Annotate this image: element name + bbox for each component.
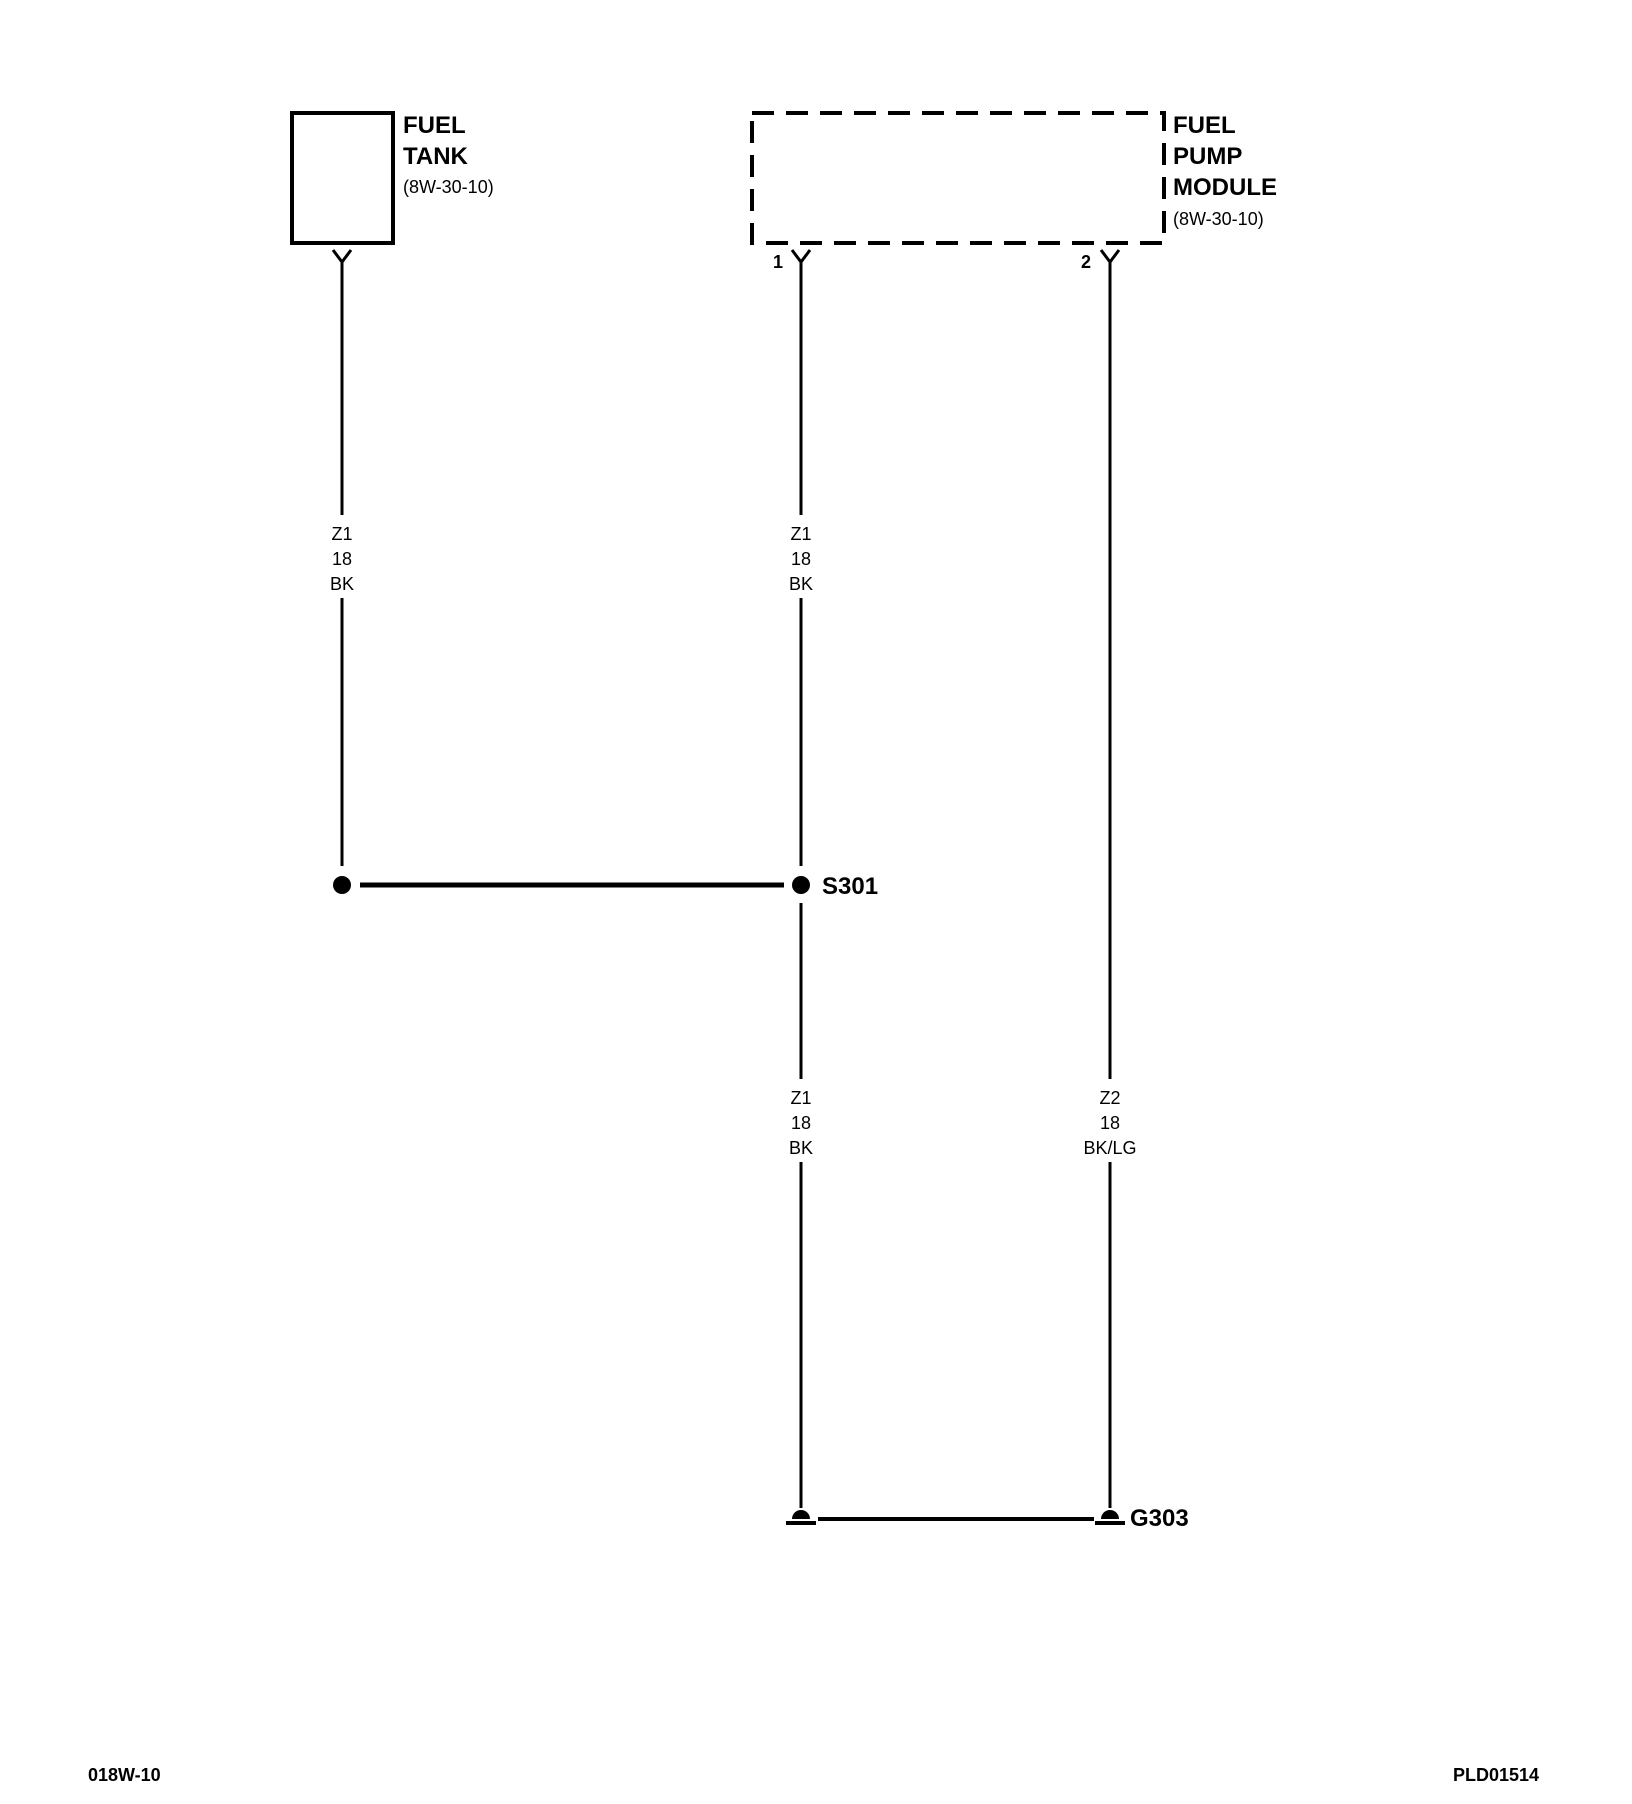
wire-gauge-label: 18	[332, 549, 352, 569]
splice-label: S301	[822, 873, 878, 900]
pump-pin1-connector-icon	[790, 249, 812, 265]
splice-dot-left	[333, 876, 351, 894]
fuel-pump-module-name-line1: FUEL	[1173, 112, 1236, 139]
fuel-pump-module-box	[750, 111, 1166, 245]
footer-page-code: 018W-10	[88, 1765, 161, 1785]
pump-pin2-label: 2	[1081, 252, 1091, 272]
wire-tank-ground: Z1 18 BK	[330, 262, 354, 866]
wire-pump-pin2: Z2 18 BK/LG	[1083, 262, 1137, 1508]
fuel-pump-module-name-line3: MODULE	[1173, 174, 1277, 201]
wire-circuit-label: Z1	[790, 1088, 811, 1108]
wire-color-label: BK	[789, 574, 813, 594]
wire-pump-pin1-upper: Z1 18 BK	[789, 262, 813, 866]
pump-pin1-label: 1	[773, 252, 783, 272]
ground-icon	[1095, 1510, 1125, 1525]
splice-dot-right	[792, 876, 810, 894]
fuel-tank-name-line1: FUEL	[403, 112, 466, 139]
ground-label: G303	[1130, 1505, 1189, 1532]
wire-circuit-label: Z1	[790, 524, 811, 544]
wire-circuit-label: Z1	[331, 524, 352, 544]
fuel-tank-component: FUEL TANK (8W-30-10)	[290, 111, 494, 265]
wire-gauge-label: 18	[791, 549, 811, 569]
wire-color-label: BK	[330, 574, 354, 594]
wire-gauge-label: 18	[791, 1113, 811, 1133]
wire-color-label: BK	[789, 1138, 813, 1158]
ground-icon	[786, 1510, 816, 1525]
fuel-pump-module-ref: (8W-30-10)	[1173, 209, 1264, 229]
fuel-tank-ref: (8W-30-10)	[403, 177, 494, 197]
pump-pin2-connector-icon	[1099, 249, 1121, 265]
ground-g303: G303	[786, 1505, 1189, 1532]
footer-drawing-id: PLD01514	[1453, 1765, 1539, 1785]
fuel-pump-module-name-line2: PUMP	[1173, 143, 1242, 170]
wire-gauge-label: 18	[1100, 1113, 1120, 1133]
wire-circuit-label: Z2	[1099, 1088, 1120, 1108]
fuel-tank-connector-icon	[331, 249, 353, 265]
fuel-tank-box	[290, 111, 395, 245]
wire-pump-pin1-lower: Z1 18 BK	[789, 903, 813, 1508]
fuel-tank-name-line2: TANK	[403, 143, 469, 170]
splice-s301: S301	[333, 873, 878, 900]
wire-color-label: BK/LG	[1083, 1138, 1136, 1158]
fuel-pump-module-component: FUEL PUMP MODULE (8W-30-10) 1 2	[750, 111, 1277, 272]
